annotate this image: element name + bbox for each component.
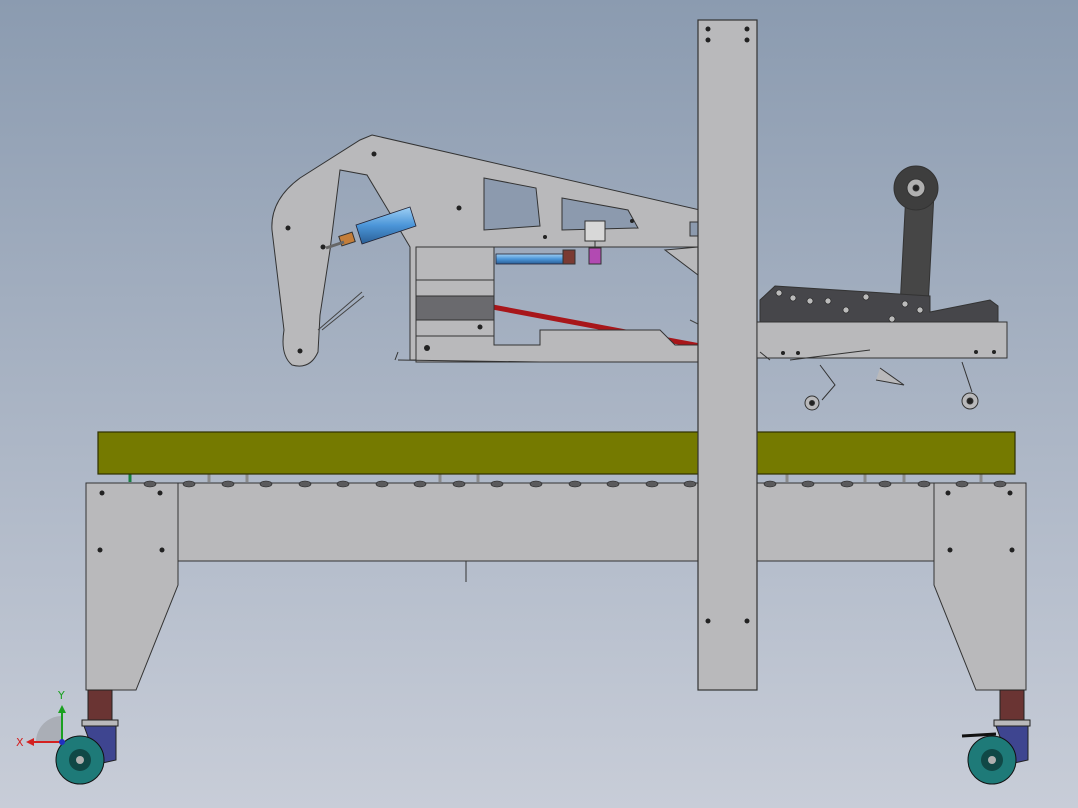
upper-cylinder[interactable] (325, 206, 417, 250)
frame-bolts (97, 490, 1015, 553)
tape-head-bolts (775, 289, 924, 323)
right-caster[interactable] (961, 689, 1031, 785)
upper-arm-plate[interactable] (271, 134, 701, 367)
left-caster[interactable] (55, 689, 119, 785)
tape-base-plate[interactable] (756, 321, 1008, 359)
arm-cutouts (483, 177, 699, 237)
tape-head-wheels (804, 361, 979, 411)
air-regulator[interactable] (584, 220, 606, 265)
frame-crossbeam[interactable] (174, 482, 936, 562)
base-bolts (781, 350, 996, 355)
conveyor-belt[interactable] (97, 431, 1016, 475)
slide-foot (394, 351, 541, 363)
triad-x-label: X (16, 736, 24, 749)
slide-dark-block (415, 295, 495, 321)
tape-head[interactable] (756, 165, 1008, 361)
tape-bracket[interactable] (759, 285, 999, 323)
roller-row (143, 480, 1007, 488)
frame-bracket (450, 560, 467, 582)
vertical-column[interactable] (697, 19, 758, 691)
lower-frame[interactable] (85, 482, 1027, 691)
roller-posts (128, 474, 983, 482)
coordinate-triad-icon: X Y (16, 689, 66, 749)
lower-cylinder[interactable] (495, 249, 576, 265)
triad-y-label: Y (57, 689, 65, 702)
frame-left-leg[interactable] (85, 482, 179, 691)
arm-bolts (285, 151, 634, 354)
